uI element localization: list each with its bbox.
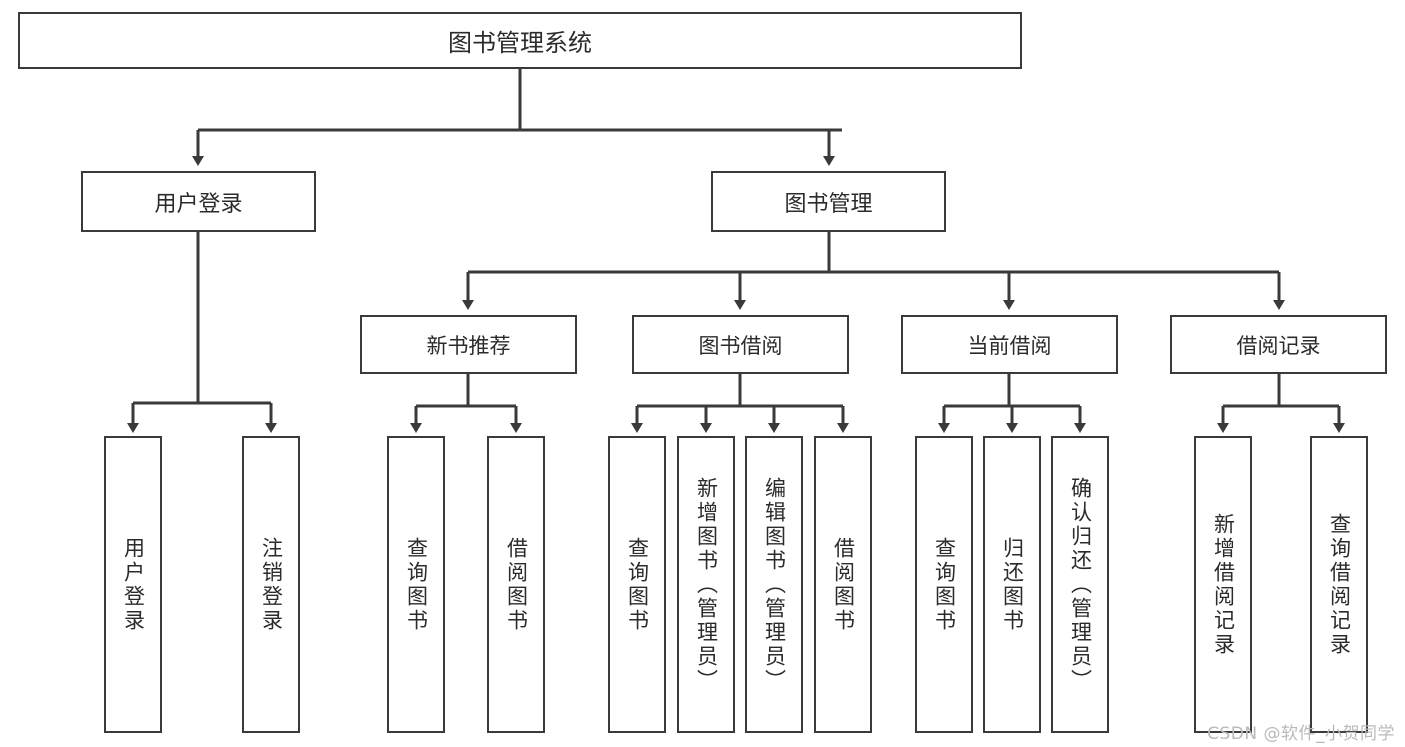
node-book-borrow[interactable]: 图书借阅 — [632, 315, 849, 374]
node-root[interactable]: 图书管理系统 — [18, 12, 1022, 69]
node-leaf-add-book-label: 新增图书（管理员） — [694, 476, 719, 693]
node-leaf-query-book-1-label: 查询图书 — [404, 536, 429, 633]
node-leaf-return-book-label: 归还图书 — [1000, 536, 1025, 633]
node-leaf-query-book-3-label: 查询图书 — [932, 536, 957, 633]
node-leaf-user-login[interactable]: 用户登录 — [104, 436, 162, 733]
node-leaf-query-book-2-label: 查询图书 — [625, 536, 650, 633]
node-borrow-records-label: 借阅记录 — [1236, 333, 1321, 358]
node-current-borrow-label: 当前借阅 — [967, 333, 1052, 358]
node-leaf-user-login-label: 用户登录 — [121, 536, 146, 633]
node-leaf-confirm-return-label: 确认归还（管理员） — [1068, 476, 1093, 693]
node-leaf-borrow-book-2[interactable]: 借阅图书 — [814, 436, 872, 733]
node-leaf-borrow-book-1[interactable]: 借阅图书 — [487, 436, 545, 733]
node-borrow-records[interactable]: 借阅记录 — [1170, 315, 1387, 374]
node-leaf-confirm-return[interactable]: 确认归还（管理员） — [1051, 436, 1109, 733]
node-leaf-edit-book-label: 编辑图书（管理员） — [762, 476, 787, 693]
watermark: CSDN @软件_小贺同学 — [1207, 724, 1395, 744]
node-book-management-label: 图书管理 — [784, 191, 873, 217]
node-leaf-query-book-3[interactable]: 查询图书 — [915, 436, 973, 733]
node-leaf-edit-book[interactable]: 编辑图书（管理员） — [745, 436, 803, 733]
node-leaf-borrow-book-1-label: 借阅图书 — [504, 536, 529, 633]
node-user-login-label: 用户登录 — [154, 191, 243, 217]
node-leaf-add-borrow-record[interactable]: 新增借阅记录 — [1194, 436, 1252, 733]
node-leaf-add-book[interactable]: 新增图书（管理员） — [677, 436, 735, 733]
node-leaf-user-logout[interactable]: 注销登录 — [242, 436, 300, 733]
node-leaf-query-borrow-record[interactable]: 查询借阅记录 — [1310, 436, 1368, 733]
node-book-borrow-label: 图书借阅 — [698, 333, 783, 358]
node-leaf-query-book-1[interactable]: 查询图书 — [387, 436, 445, 733]
node-user-login[interactable]: 用户登录 — [81, 171, 316, 232]
node-leaf-return-book[interactable]: 归还图书 — [983, 436, 1041, 733]
node-root-label: 图书管理系统 — [448, 29, 592, 57]
node-new-book-recommend[interactable]: 新书推荐 — [360, 315, 577, 374]
node-new-book-recommend-label: 新书推荐 — [426, 333, 511, 358]
node-book-management[interactable]: 图书管理 — [711, 171, 946, 232]
node-leaf-query-book-2[interactable]: 查询图书 — [608, 436, 666, 733]
node-leaf-add-borrow-record-label: 新增借阅记录 — [1211, 512, 1236, 657]
node-leaf-user-logout-label: 注销登录 — [259, 536, 284, 633]
node-leaf-borrow-book-2-label: 借阅图书 — [831, 536, 856, 633]
node-leaf-query-borrow-record-label: 查询借阅记录 — [1327, 512, 1352, 657]
node-current-borrow[interactable]: 当前借阅 — [901, 315, 1118, 374]
